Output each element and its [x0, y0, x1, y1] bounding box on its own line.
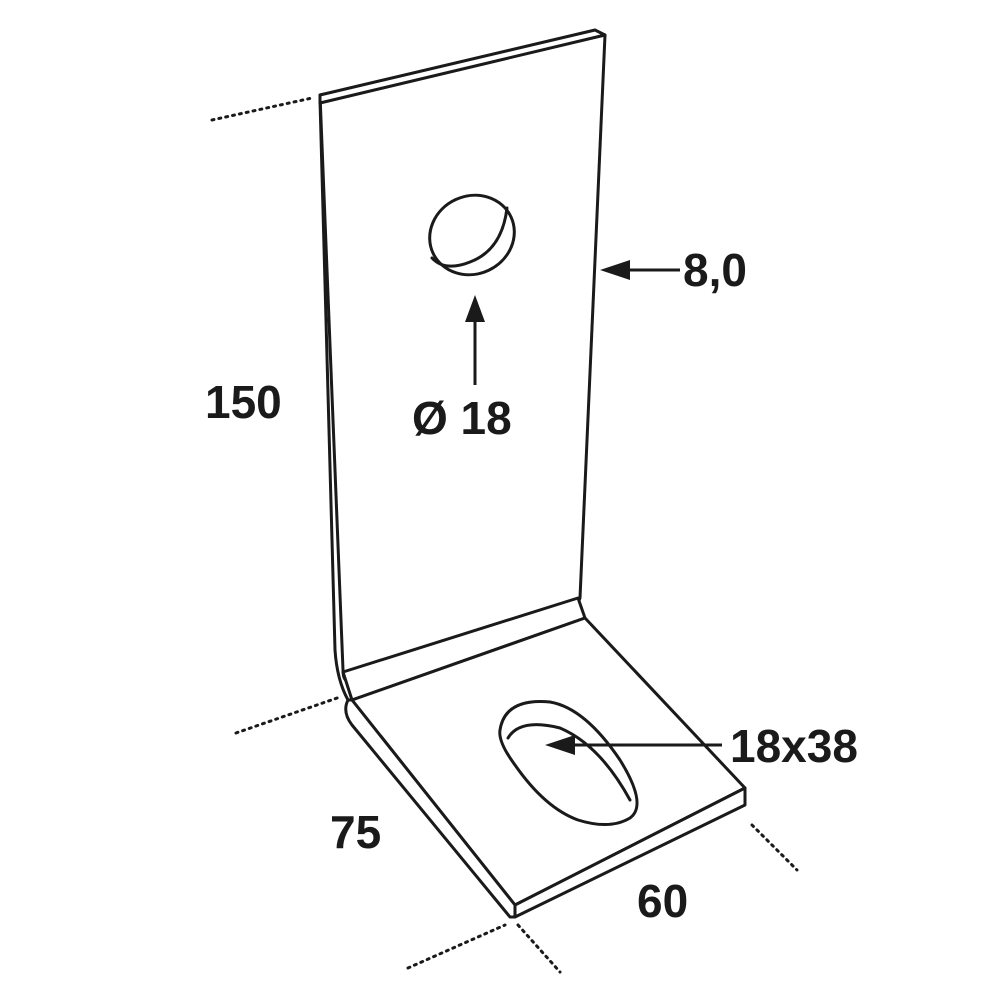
slot-arrow — [545, 735, 722, 755]
hole-diameter-label: Ø 18 — [412, 392, 512, 444]
leader-bottom-left — [406, 923, 507, 970]
depth-label: 75 — [330, 806, 381, 858]
thickness-arrow — [600, 260, 680, 280]
vertical-plate-outer-edge — [318, 98, 350, 702]
horizontal-plate-left-edge — [344, 698, 517, 919]
thickness-label: 8,0 — [683, 244, 747, 296]
leader-bottom-center — [516, 923, 562, 974]
leader-bend — [234, 695, 342, 735]
height-label: 150 — [205, 376, 282, 428]
leader-right — [750, 823, 799, 872]
slot-hole — [498, 700, 639, 826]
slot-size-label: 18x38 — [730, 720, 858, 772]
vertical-plate-front — [318, 33, 607, 682]
hole-arrow — [465, 295, 485, 385]
round-hole — [428, 193, 516, 277]
width-label: 60 — [637, 875, 688, 927]
leader-top — [210, 96, 314, 122]
